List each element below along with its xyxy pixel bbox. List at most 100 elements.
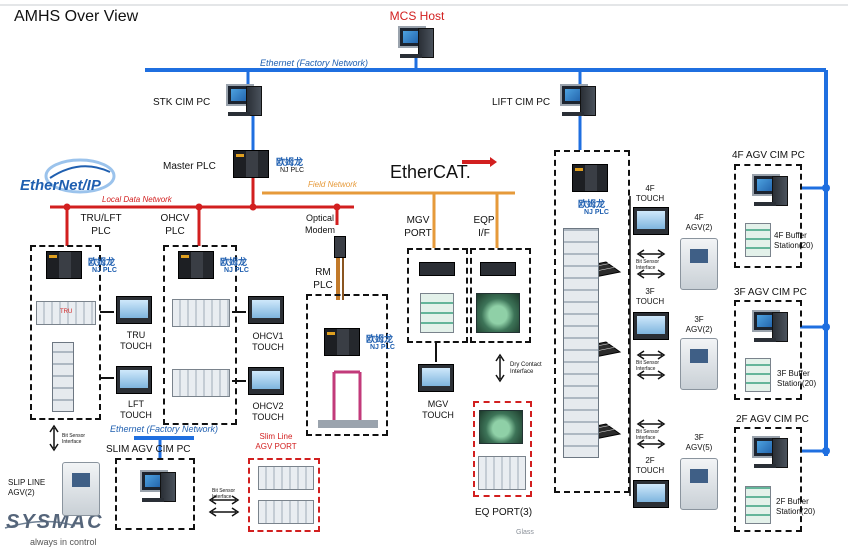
- ohcv2-machine: [172, 369, 230, 397]
- rm-plc-brand: 欧姆龙: [366, 334, 394, 344]
- slim-port-box: [248, 458, 320, 532]
- f3b-agv-icon: [680, 458, 718, 510]
- f3b-agv-label: 3F AGV(5): [685, 433, 713, 452]
- agv3f-box: [734, 300, 802, 400]
- mgv-io-module-icon: [419, 262, 455, 276]
- stk-cim-pc-label: STK CIM PC: [153, 97, 211, 108]
- eq-port-machine: [478, 456, 526, 490]
- watermark-glass: Glass: [516, 529, 534, 536]
- stk-cim-pc-icon: [226, 84, 266, 118]
- tru-lft-plc-brand: 欧姆龙: [88, 257, 116, 267]
- f3-touch-label: 3F TOUCH: [635, 287, 665, 306]
- lft-tower: [52, 342, 74, 412]
- tru-lft-plc-icon: [46, 251, 82, 279]
- ohcv-plc-box: [163, 245, 237, 425]
- agv2f-cim-pc-label: 2F AGV CIM PC: [736, 414, 809, 425]
- mgv-touch-label: MGV TOUCH: [422, 399, 454, 420]
- slip-line-agv-label: SLIP LINE AGV(2): [8, 478, 46, 497]
- page-title: AMHS Over View: [14, 8, 139, 25]
- f4-agv-icon: [680, 238, 718, 290]
- mgv-port-label: MGV PORT: [404, 215, 432, 239]
- slim-agv-box: [115, 458, 195, 530]
- lft-touch-panel: [116, 366, 152, 394]
- ethercat-logo: EtherCAT.: [390, 162, 471, 182]
- sysmac-logo: SYSMAC: [6, 511, 104, 533]
- tru-lft-plc-box: [30, 245, 101, 420]
- agv4f-cim-pc-label: 4F AGV CIM PC: [732, 150, 805, 161]
- lift-box: [554, 150, 630, 493]
- rm-plc-sub: NJ PLC: [370, 344, 395, 351]
- f3-buffer-station-icon: [745, 358, 771, 392]
- ohcv1-touch-panel: [248, 296, 284, 324]
- mgv-port-machine: [420, 293, 454, 333]
- f3-agv-label: 3F AGV(2): [685, 315, 713, 334]
- f3-agv-icon: [680, 338, 718, 390]
- bit-sensor-label-slim: Bit Sensor Interface: [212, 488, 236, 500]
- lift-plc-icon: [572, 164, 608, 192]
- field-network-label: Field Network: [308, 180, 357, 189]
- ohcv1-touch-label: OHCV1 TOUCH: [252, 331, 284, 352]
- slim-port-upper-machine: [258, 466, 314, 490]
- slim-agv-cim-pc-icon: [140, 470, 180, 504]
- slip-line-agv-icon: [62, 462, 100, 516]
- master-plc-icon: [233, 150, 269, 178]
- f3-buffer-label: 3F Buffer Station(20): [777, 369, 817, 388]
- rm-plc-icon: [324, 328, 360, 356]
- ohcv2-touch-panel: [248, 367, 284, 395]
- lift-plc-sub: NJ PLC: [584, 209, 609, 216]
- f4-touch-panel: [633, 207, 669, 235]
- mcs-host-label: MCS Host: [389, 9, 445, 23]
- lift-plc-brand: 欧姆龙: [578, 199, 606, 209]
- eqp-if-label: EQP I/F: [473, 215, 495, 239]
- lft-touch-label: LFT TOUCH: [120, 399, 152, 420]
- eqp-if-box: [470, 248, 531, 343]
- eq-port-photo: [479, 410, 523, 444]
- slim-port-label: Slim Line AGV PORT: [255, 432, 297, 451]
- ethernet-top-label: Ethernet (Factory Network): [260, 58, 369, 68]
- f3-touch-panel: [633, 312, 669, 340]
- local-data-network-label: Local Data Network: [102, 195, 172, 204]
- agv2f-box: [734, 427, 802, 532]
- tru-touch-panel: [116, 296, 152, 324]
- agv3f-cim-pc-label: 3F AGV CIM PC: [734, 287, 807, 298]
- eq-port-label: EQ PORT(3): [475, 507, 533, 518]
- master-plc-sub: NJ PLC: [280, 167, 305, 174]
- f4-agv-label: 4F AGV(2): [685, 213, 713, 232]
- sysmac-tagline: always in control: [30, 537, 97, 547]
- lift-tower: [563, 228, 599, 458]
- f4-buffer-station-icon: [745, 223, 771, 257]
- slim-port-lower-machine: [258, 500, 314, 524]
- mgv-touch-panel: [418, 364, 454, 392]
- agv4f-cim-pc-icon: [752, 174, 792, 208]
- slim-agv-cim-pc-label: SLIM AGV CIM PC: [106, 444, 191, 455]
- f2-touch-label: 2F TOUCH: [635, 456, 665, 475]
- rm-plc-label: RM PLC: [313, 267, 333, 291]
- tru-lft-plc-label: TRU/LFT PLC: [80, 213, 122, 237]
- bit-sensor-label-4f: Bit Sensor Interface: [636, 259, 660, 271]
- ethernet-bottom-label: Ethernet (Factory Network): [110, 424, 219, 434]
- f2-touch-panel: [633, 480, 669, 508]
- master-plc-brand: 欧姆龙: [276, 157, 304, 167]
- master-plc-label: Master PLC: [163, 161, 216, 172]
- tru-touch-label: TRU TOUCH: [120, 330, 152, 351]
- bit-sensor-label-slip: Bit Sensor Interface: [62, 433, 86, 445]
- ohcv-plc-label: OHCV PLC: [160, 213, 190, 237]
- bit-sensor-label-3f: Bit Sensor Interface: [636, 360, 660, 372]
- ohcv-plc-icon: [178, 251, 214, 279]
- ohcv-plc-sub: NJ PLC: [224, 267, 249, 274]
- ethernet-ip-logo: EtherNet/IP: [20, 177, 101, 194]
- ohcv1-machine: [172, 299, 230, 327]
- eq-port-box: [473, 401, 532, 497]
- f4-buffer-label: 4F Buffer Station(20): [774, 231, 814, 250]
- mgv-port-box: [407, 248, 468, 343]
- f2-buffer-station-icon: [745, 486, 771, 524]
- f2-buffer-label: 2F Buffer Station(20): [776, 497, 816, 516]
- eqp-if-photo: [476, 293, 520, 333]
- eqp-io-module-icon: [480, 262, 516, 276]
- bit-sensor-label-2f: Bit Sensor Interface: [636, 429, 660, 441]
- agv2f-cim-pc-icon: [752, 436, 792, 470]
- dry-contact-label: Dry Contact Interface: [510, 362, 542, 375]
- lift-cim-pc-icon: [560, 84, 600, 118]
- tru-machine: [36, 301, 96, 325]
